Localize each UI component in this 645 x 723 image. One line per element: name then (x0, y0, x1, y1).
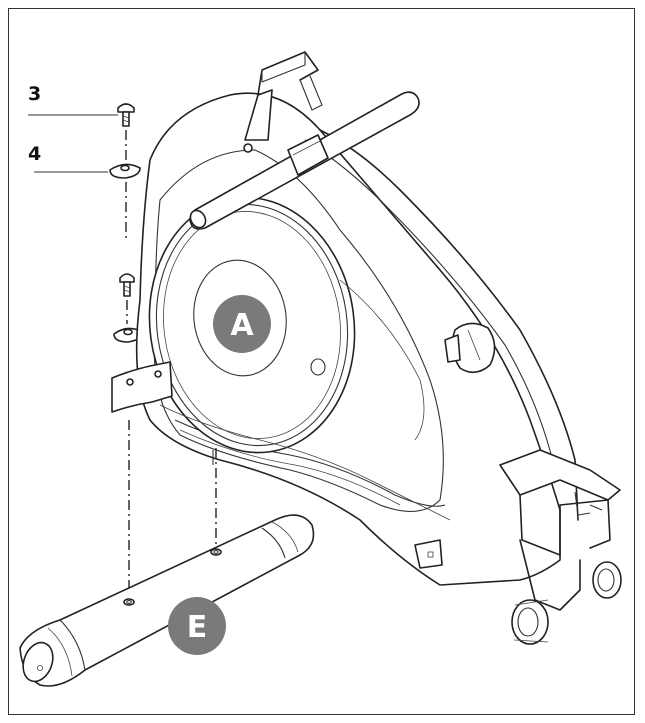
badge-e-label: E (187, 610, 208, 645)
rear-wheel-left (511, 599, 549, 645)
badge-a: A (213, 295, 271, 353)
badge-e: E (168, 597, 226, 655)
callout-3: 3 (28, 83, 118, 116)
bolt-3-upper (117, 103, 135, 127)
mount-saddle (111, 361, 173, 413)
rear-wheel-right (592, 561, 622, 599)
front-stabilizer-e (19, 514, 315, 687)
bolt-3-lower (119, 273, 135, 297)
callout-number-3: 3 (28, 83, 41, 105)
callout-4: 4 (28, 143, 108, 173)
badge-a-label: A (230, 308, 254, 343)
washer-4-upper (109, 163, 141, 179)
callout-number-4: 4 (28, 143, 41, 165)
